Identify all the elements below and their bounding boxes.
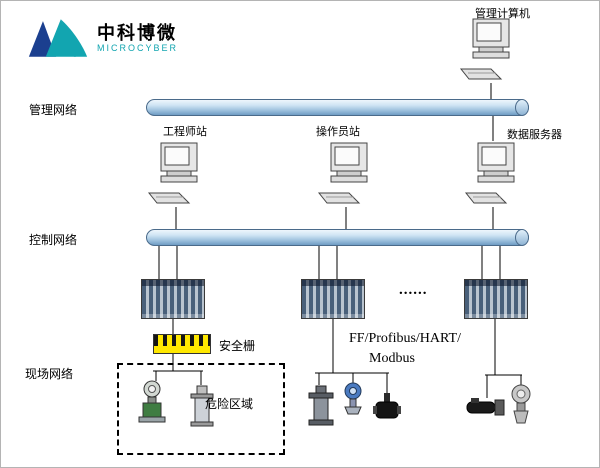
controller-rack-1 <box>141 279 205 319</box>
label-fieldbus-line2: Modbus <box>369 351 415 366</box>
hazardous-area-box <box>117 363 285 455</box>
label-engineer-station: 工程师站 <box>163 126 207 138</box>
turbine-flowmeter-icon <box>305 385 337 438</box>
label-fieldbus-line1: FF/Profibus/HART/ <box>349 331 461 346</box>
flowmeter-icon <box>185 385 219 440</box>
label-control-network: 控制网络 <box>29 233 78 247</box>
microcyber-logo: 中科博微 MICROCYBER <box>27 17 178 59</box>
pressure-transmitter-icon <box>506 384 536 435</box>
controller-rack-2 <box>301 279 365 319</box>
label-operator-station: 操作员站 <box>316 126 360 138</box>
engineer-station-icon <box>147 141 205 212</box>
microcyber-logo-mark <box>28 19 88 57</box>
data-server-icon <box>464 141 522 212</box>
label-hazardous-area: 危险区域 <box>205 397 254 411</box>
flow-transmitter-icon <box>137 379 173 432</box>
logo-brand-en: MICROCYBER <box>97 42 179 53</box>
management-network-bus <box>146 99 529 116</box>
operator-station-icon <box>317 141 375 212</box>
control-network-bus <box>146 229 529 246</box>
controller-rack-3 <box>464 279 528 319</box>
safety-barrier <box>153 334 211 354</box>
valve-icon <box>373 393 401 428</box>
label-fieldbus-protocols: FF/Profibus/HART/ Modbus <box>349 329 461 369</box>
label-data-server: 数据服务器 <box>507 129 562 141</box>
pressure-gauge-icon <box>340 382 366 423</box>
logo-brand-cn: 中科博微 <box>97 22 177 43</box>
label-management-network: 管理网络 <box>29 103 78 117</box>
label-safety-barrier: 安全栅 <box>219 339 256 353</box>
label-field-network: 现场网络 <box>25 367 74 381</box>
label-management-computer: 管理计算机 <box>475 8 530 20</box>
logo-text: 中科博微 MICROCYBER <box>97 23 178 54</box>
label-controllers-ellipsis: ...... <box>399 282 428 298</box>
management-computer-icon <box>459 17 517 88</box>
pump-icon <box>465 396 507 423</box>
